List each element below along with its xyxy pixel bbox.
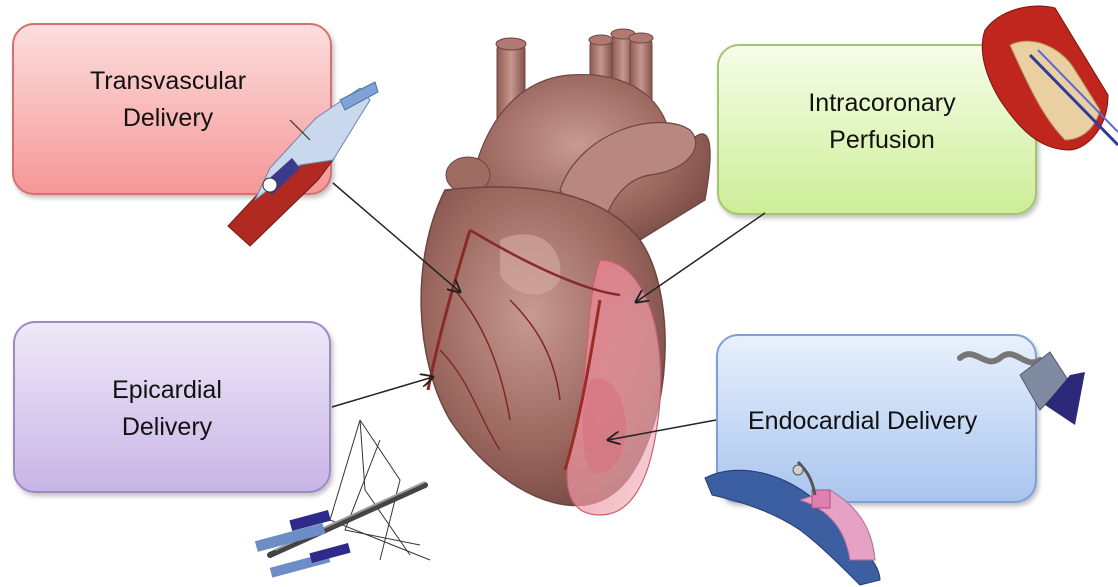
needle-injector-icon [255,420,430,578]
heart-illustration [421,29,710,515]
helical-needle-catheter-icon [705,352,1085,585]
coronary-catheter-icon [982,6,1118,150]
vein-catheter-icon [228,82,378,246]
arrow-epicardial [332,377,433,407]
